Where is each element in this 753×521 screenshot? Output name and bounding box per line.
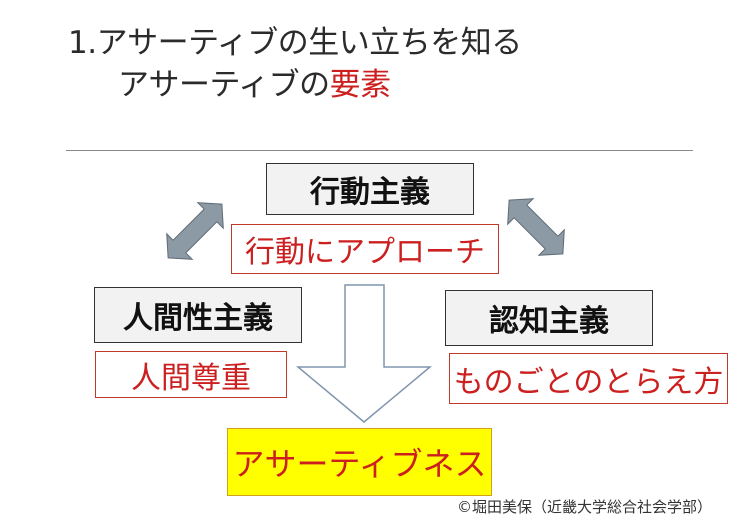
way-of-seeing-box: ものごとのとらえ方 xyxy=(449,353,728,404)
title-divider xyxy=(66,150,693,151)
human-respect-box: 人間尊重 xyxy=(95,351,287,398)
double-arrow-right-icon xyxy=(507,198,565,256)
slide-title-line-2: アサーティブの要素 xyxy=(118,66,391,104)
humanism-box: 人間性主義 xyxy=(94,287,302,343)
title-line-2-prefix: アサーティブの xyxy=(118,67,330,103)
cognitivism-box: 認知主義 xyxy=(445,290,653,346)
assertiveness-box: アサーティブネス xyxy=(227,428,492,496)
title-line-2-highlight: 要素 xyxy=(329,67,392,103)
down-arrow-icon xyxy=(295,284,433,423)
slide-title-line-1: 1.アサーティブの生い立ちを知る xyxy=(68,25,522,61)
copyright-notice: ©堀田美保（近畿大学総合社会学部） xyxy=(457,498,713,516)
behavior-approach-box: 行動にアプローチ xyxy=(231,224,499,274)
behaviorism-box: 行動主義 xyxy=(266,163,474,215)
double-arrow-left-icon xyxy=(166,202,224,260)
